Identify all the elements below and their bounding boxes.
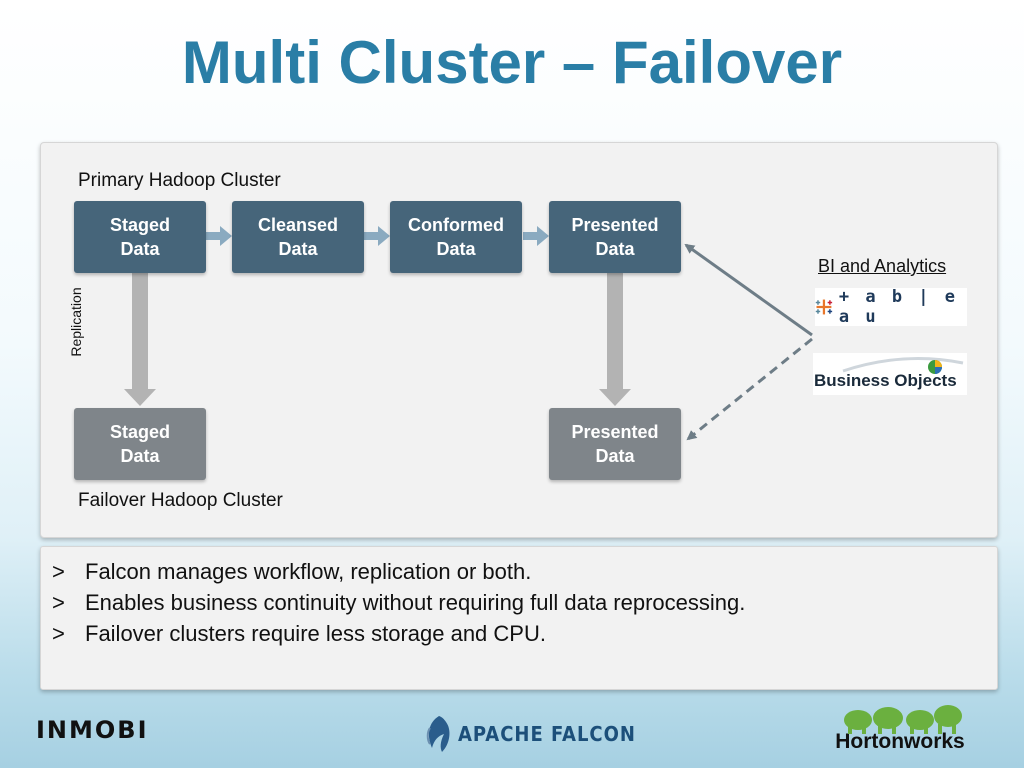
replication-arrow-staged: [124, 273, 156, 406]
bullet-marker: >: [52, 559, 65, 584]
box-label-line1: Conformed: [408, 215, 504, 235]
bi-arrow-failover: [686, 337, 813, 441]
box-label-line1: Presented: [571, 215, 659, 235]
bullet-item: > Falcon manages workflow, replication o…: [52, 556, 745, 587]
hortonworks-logo: Hortonworks: [830, 700, 970, 754]
business-objects-logo: Business Objects: [813, 353, 967, 395]
apache-falcon-wordmark: APACHE FALCON: [458, 722, 636, 746]
bi-arrow-primary: [684, 243, 813, 337]
flow-arrow-1: [206, 226, 232, 246]
bullet-item: > Enables business continuity without re…: [52, 587, 745, 618]
box-label-line2: Data: [278, 239, 318, 259]
bullet-item: > Failover clusters require less storage…: [52, 618, 745, 649]
box-label-line2: Data: [120, 446, 160, 466]
bullet-marker: >: [52, 621, 65, 646]
box-label-line2: Data: [595, 239, 635, 259]
inmobi-logo: INMOBI: [36, 716, 149, 744]
falcon-icon: [426, 716, 450, 752]
tableau-logo: + a b | e a u: [815, 287, 967, 327]
tableau-cross-icon: [815, 299, 833, 315]
slide-title: Multi Cluster – Failover: [181, 29, 843, 96]
primary-cluster-label: Primary Hadoop Cluster: [78, 170, 281, 191]
box-label-line1: Presented: [571, 422, 659, 442]
box-label-line2: Data: [436, 239, 476, 259]
bullet-marker: >: [52, 590, 65, 615]
elephants-icon: [844, 705, 962, 734]
bullet-text: Falcon manages workflow, replication or …: [85, 559, 532, 584]
box-label-line2: Data: [120, 239, 160, 259]
business-objects-swoosh-icon: [842, 357, 964, 374]
bi-analytics-label: BI and Analytics: [818, 256, 947, 276]
box-label-line1: Cleansed: [257, 215, 339, 235]
bullet-text: Enables business continuity without requ…: [85, 590, 746, 615]
apache-falcon-logo: APACHE FALCON: [424, 714, 636, 754]
replication-label: Replication: [68, 287, 84, 357]
business-objects-wordmark: Business Objects: [814, 371, 957, 390]
box-label-line1: Staged: [109, 215, 170, 235]
tableau-wordmark: + a b | e a u: [838, 287, 958, 327]
replication-arrow-presented: [599, 273, 631, 406]
flow-arrow-2: [364, 226, 390, 246]
hortonworks-wordmark: Hortonworks: [835, 730, 965, 753]
bullet-text: Failover clusters require less storage a…: [85, 621, 546, 646]
bullet-panel: [40, 546, 998, 690]
failover-cluster-label: Failover Hadoop Cluster: [78, 490, 283, 511]
box-label-line1: Staged: [109, 422, 170, 442]
bullet-list: > Falcon manages workflow, replication o…: [52, 556, 745, 649]
box-label-line2: Data: [595, 446, 635, 466]
flow-arrow-3: [523, 226, 549, 246]
